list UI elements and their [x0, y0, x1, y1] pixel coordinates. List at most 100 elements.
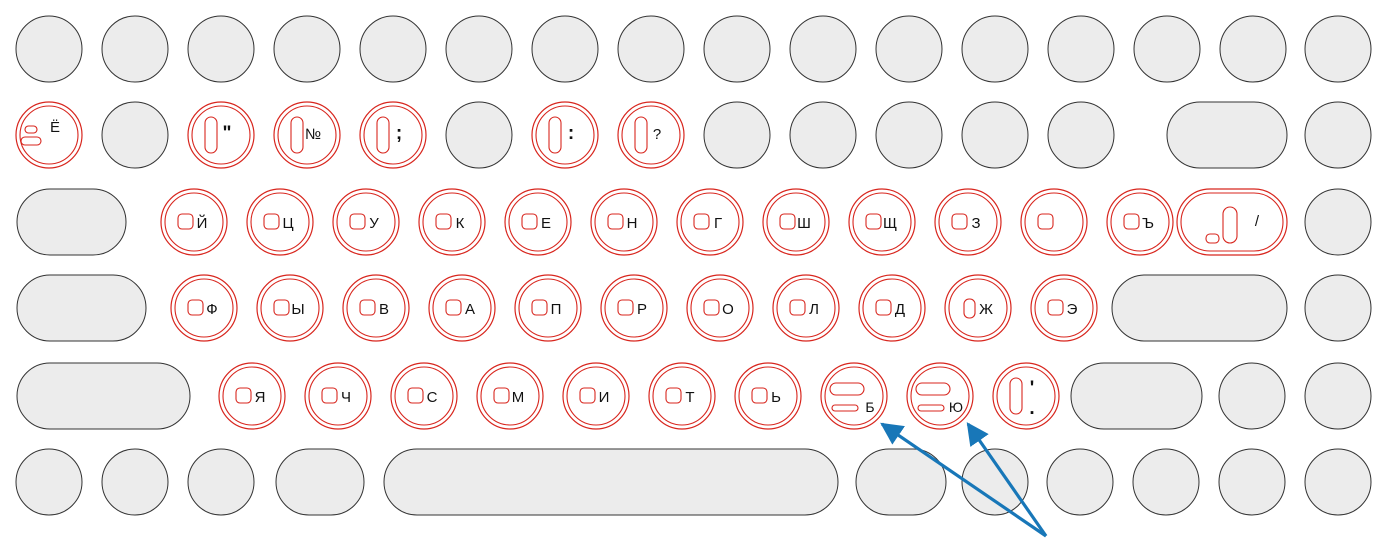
key-r5-blank-1[interactable] [1218, 362, 1286, 430]
key-r5-blank-2[interactable] [1304, 362, 1372, 430]
key-r2-blank-8[interactable] [1304, 101, 1372, 169]
key-r6-blank-3[interactable] [187, 448, 255, 516]
key-d[interactable]: Д [858, 274, 926, 342]
key-ts[interactable]: Ц [246, 188, 314, 256]
key-r6-blank-4[interactable] [961, 448, 1029, 516]
key-n[interactable]: Н [590, 188, 658, 256]
key-s[interactable]: С [390, 362, 458, 430]
key-shape [590, 188, 658, 256]
key-k11[interactable] [875, 15, 943, 83]
key-question[interactable]: ? [617, 101, 685, 169]
key-tab[interactable] [16, 188, 127, 256]
bump-square [665, 387, 682, 404]
key-shape [359, 15, 427, 83]
key-r2-blank-5[interactable] [875, 101, 943, 169]
key-r6-blank-2[interactable] [101, 448, 169, 516]
key-k13[interactable] [1047, 15, 1115, 83]
key-g[interactable]: Г [676, 188, 744, 256]
key-shape [1304, 274, 1372, 342]
key-ya[interactable]: Я [218, 362, 286, 430]
key-r6-blank-1[interactable] [15, 448, 83, 516]
key-r[interactable]: Р [600, 274, 668, 342]
key-yo[interactable]: Ё [15, 101, 83, 169]
key-soft[interactable]: Ь [734, 362, 802, 430]
key-u[interactable]: У [332, 188, 400, 256]
key-caps[interactable] [16, 274, 147, 342]
key-k1[interactable] [15, 15, 83, 83]
key-r6-wide-left[interactable] [275, 448, 365, 516]
key-shape [1106, 188, 1174, 256]
key-semicolon[interactable]: ; [359, 101, 427, 169]
key-t[interactable]: Т [648, 362, 716, 430]
key-r6-wide-right[interactable] [855, 448, 947, 516]
key-k14[interactable] [1133, 15, 1201, 83]
key-r6-blank-8[interactable] [1304, 448, 1372, 516]
key-r6-blank-5[interactable] [1046, 448, 1114, 516]
key-kh[interactable] [1020, 188, 1088, 256]
key-k12[interactable] [961, 15, 1029, 83]
key-slash[interactable]: / [1176, 188, 1288, 256]
key-a[interactable]: А [428, 274, 496, 342]
key-zh[interactable]: Ж [944, 274, 1012, 342]
key-r2-blank-1[interactable] [101, 101, 169, 169]
key-b[interactable]: Б [820, 362, 888, 430]
key-shape [855, 448, 947, 516]
key-shch[interactable]: Щ [848, 188, 916, 256]
key-k[interactable]: К [418, 188, 486, 256]
key-numero[interactable]: № [273, 101, 341, 169]
key-r2-blank-6[interactable] [961, 101, 1029, 169]
key-z[interactable]: З [934, 188, 1002, 256]
key-f[interactable]: Ф [170, 274, 238, 342]
key-inner-ring [432, 278, 492, 338]
key-k4[interactable] [273, 15, 341, 83]
key-r3-blank[interactable] [1304, 188, 1372, 256]
key-i[interactable]: И [562, 362, 630, 430]
key-y-short[interactable]: Й [160, 188, 228, 256]
key-k15[interactable] [1219, 15, 1287, 83]
key-k7[interactable] [531, 15, 599, 83]
key-enter[interactable] [1111, 274, 1288, 342]
key-k5[interactable] [359, 15, 427, 83]
key-r2-blank-3[interactable] [703, 101, 771, 169]
key-l[interactable]: Л [772, 274, 840, 342]
bump-square [435, 213, 452, 230]
key-k16[interactable] [1304, 15, 1372, 83]
key-yery[interactable]: Ы [256, 274, 324, 342]
key-backspace[interactable] [1166, 101, 1288, 169]
key-v[interactable]: В [342, 274, 410, 342]
key-label: Ъ [1142, 215, 1154, 232]
key-r2-blank-7[interactable] [1047, 101, 1115, 169]
key-p[interactable]: П [514, 274, 582, 342]
key-apostrophe-dot[interactable]: '. [992, 362, 1060, 430]
key-k9[interactable] [703, 15, 771, 83]
key-shift-left[interactable] [16, 362, 191, 430]
key-inner-ring [518, 278, 578, 338]
key-k6[interactable] [445, 15, 513, 83]
key-r6-blank-6[interactable] [1132, 448, 1200, 516]
key-quote[interactable]: " [187, 101, 255, 169]
key-ye[interactable]: Е [504, 188, 572, 256]
key-m[interactable]: М [476, 362, 544, 430]
key-r2-blank-2[interactable] [445, 101, 513, 169]
key-shape [390, 362, 458, 430]
key-k10[interactable] [789, 15, 857, 83]
bump-square [865, 213, 882, 230]
key-ch[interactable]: Ч [304, 362, 372, 430]
key-colon[interactable]: : [531, 101, 599, 169]
key-shape [734, 362, 802, 430]
key-shift-right[interactable] [1070, 362, 1203, 430]
key-r2-blank-4[interactable] [789, 101, 857, 169]
key-k2[interactable] [101, 15, 169, 83]
key-hard[interactable]: Ъ [1106, 188, 1174, 256]
bump-square [177, 213, 194, 230]
key-space[interactable] [383, 448, 839, 516]
key-r6-blank-7[interactable] [1218, 448, 1286, 516]
key-yu[interactable]: Ю [906, 362, 974, 430]
key-shape [906, 362, 974, 430]
key-r4-blank[interactable] [1304, 274, 1372, 342]
key-e-back[interactable]: Э [1030, 274, 1098, 342]
key-sh[interactable]: Ш [762, 188, 830, 256]
key-o[interactable]: О [686, 274, 754, 342]
key-k8[interactable] [617, 15, 685, 83]
key-k3[interactable] [187, 15, 255, 83]
